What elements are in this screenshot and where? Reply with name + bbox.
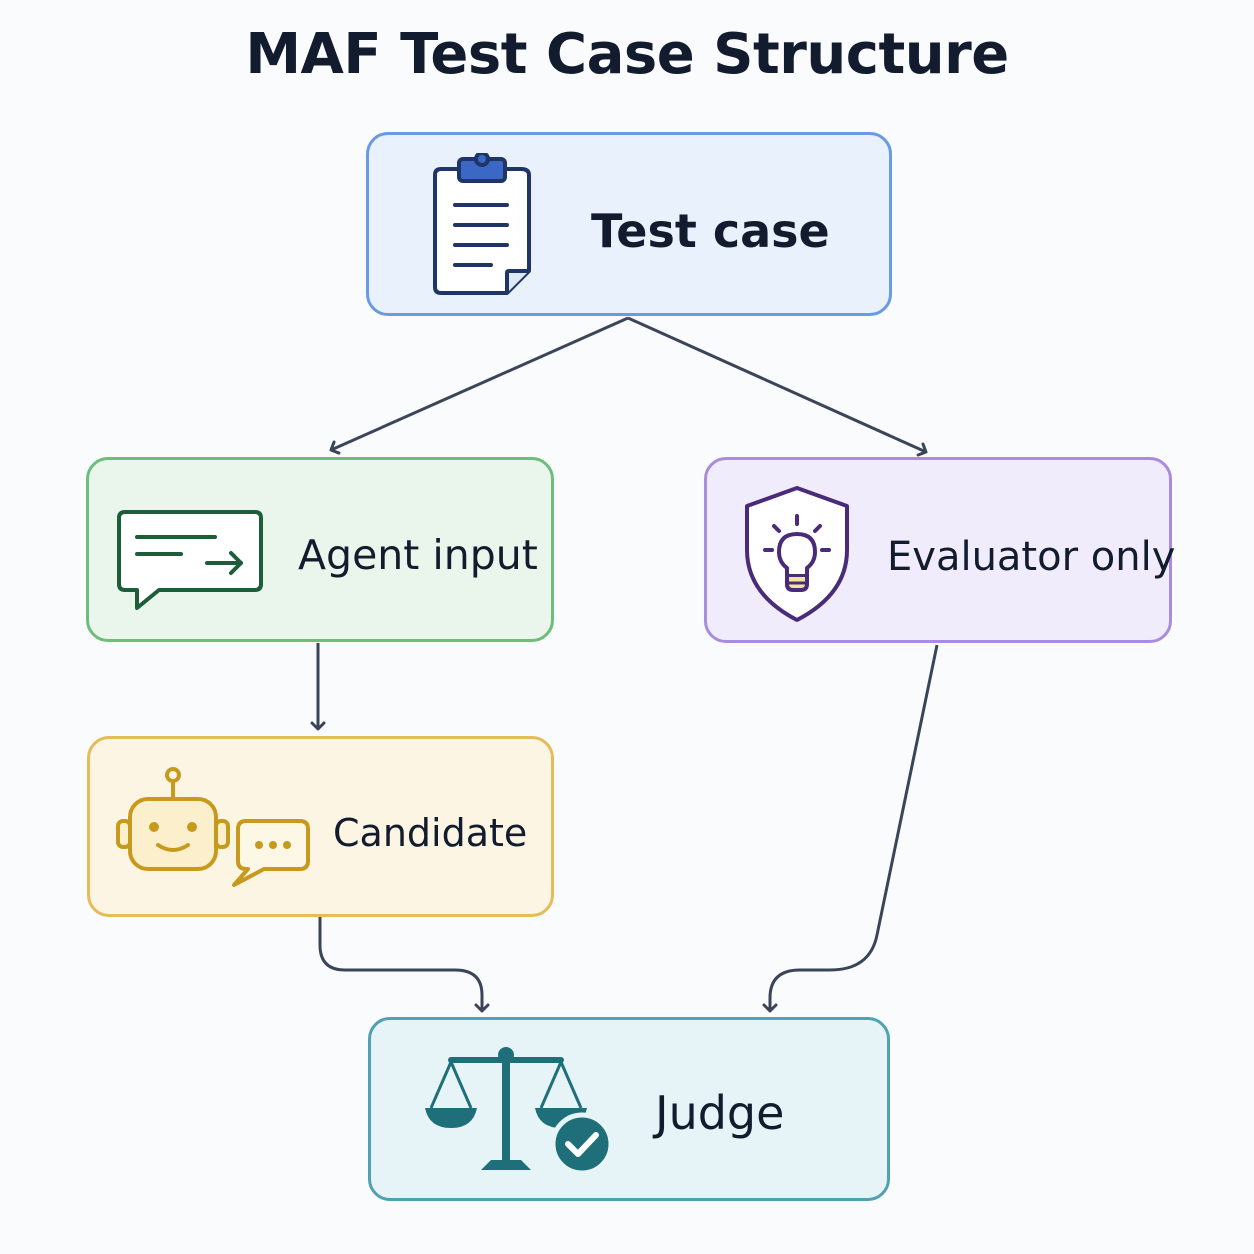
robot-chat-icon <box>116 767 310 887</box>
candidate-node: Candidate <box>87 736 554 917</box>
shield-lightbulb-icon <box>745 486 849 622</box>
agent-input-label: Agent input <box>298 531 538 579</box>
test-case-node: Test case <box>366 132 892 316</box>
candidate-label: Candidate <box>333 811 528 855</box>
evaluator-only-node: Evaluator only <box>704 457 1176 643</box>
test-case-label: Test case <box>591 204 830 258</box>
evaluator-only-label: Evaluator only <box>887 534 1176 580</box>
judge-node: Judge <box>368 1017 890 1201</box>
edge-evaluator-to-judge <box>762 644 939 1013</box>
message-arrow-icon <box>117 510 263 610</box>
judge-label: Judge <box>655 1086 785 1140</box>
edge-test-to-agent <box>329 316 629 455</box>
diagram-title: MAF Test Case Structure <box>245 22 1009 87</box>
edge-candidate-to-judge <box>318 917 490 1013</box>
edge-test-to-evaluator <box>627 316 928 457</box>
scales-check-icon <box>425 1047 614 1176</box>
agent-input-node: Agent input <box>86 457 554 642</box>
clipboard-icon <box>433 153 531 295</box>
